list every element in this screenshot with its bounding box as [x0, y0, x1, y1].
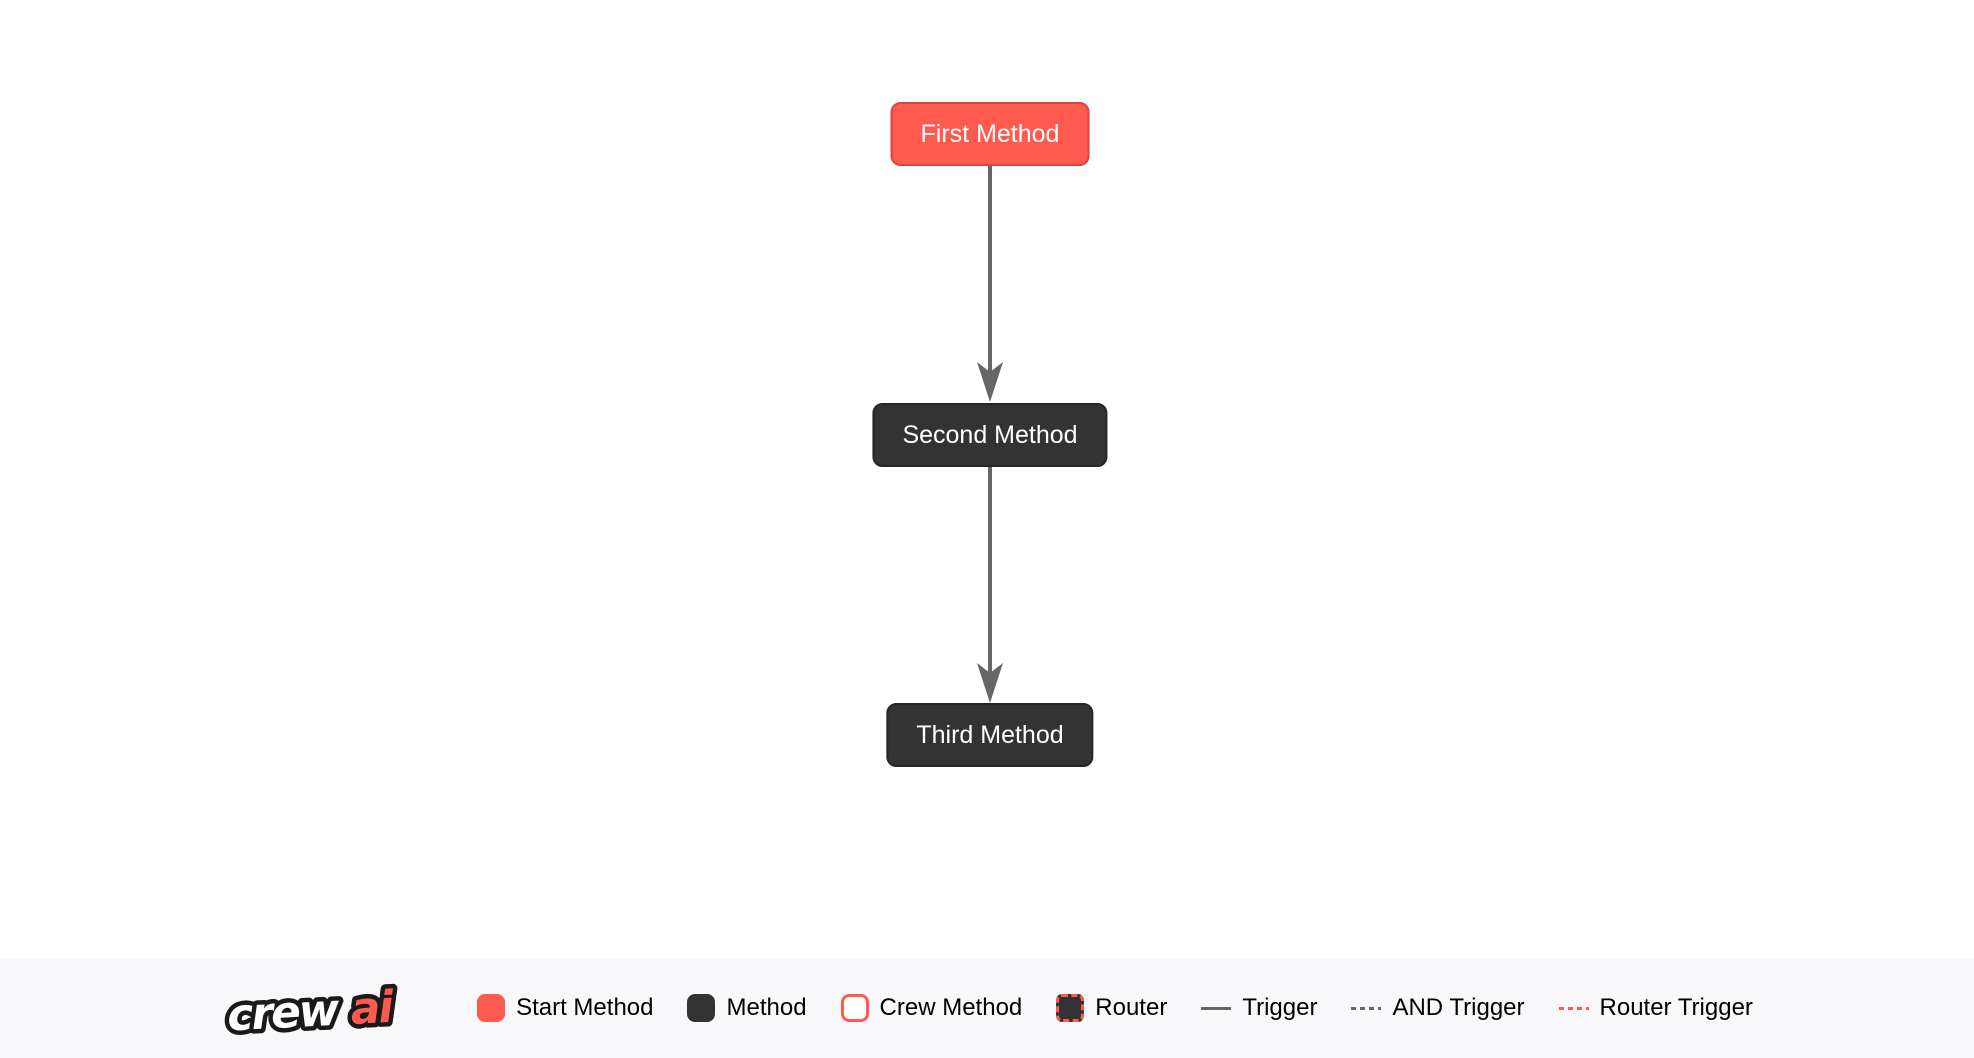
legend-label: Router Trigger	[1599, 994, 1753, 1021]
node-label: Third Method	[916, 720, 1064, 749]
node-label: Second Method	[902, 420, 1078, 449]
and-trigger-line-icon	[1351, 1006, 1382, 1010]
legend-label: Method	[726, 994, 807, 1021]
trigger-line-icon	[1201, 1006, 1232, 1010]
node-second-method[interactable]: Second Method	[872, 403, 1108, 467]
node-first-method[interactable]: First Method	[890, 102, 1090, 166]
node-label: First Method	[920, 119, 1060, 148]
legend-label: AND Trigger	[1392, 994, 1525, 1021]
svg-text:crew ai: crew ai	[226, 982, 396, 1040]
legend-label: Start Method	[516, 994, 654, 1021]
router-swatch-icon	[1056, 994, 1085, 1022]
legend-label: Crew Method	[879, 994, 1023, 1021]
router-trigger-line-icon	[1558, 1006, 1589, 1010]
flow-canvas[interactable]: First Method Second Method Third Method	[0, 0, 1974, 958]
method-swatch-icon	[687, 994, 716, 1022]
logo-text-crew: crew	[226, 985, 341, 1040]
legend-item-crew-method: Crew Method	[840, 994, 1023, 1022]
start-method-swatch-icon	[477, 994, 506, 1022]
legend-item-router-trigger: Router Trigger	[1558, 994, 1753, 1022]
crewai-logo: crew ai	[222, 977, 401, 1040]
legend-item-trigger: Trigger	[1201, 994, 1317, 1022]
legend-item-router: Router	[1056, 994, 1167, 1022]
crew-method-swatch-icon	[840, 994, 869, 1022]
legend-item-and-trigger: AND Trigger	[1351, 994, 1525, 1022]
legend-label: Trigger	[1242, 994, 1318, 1021]
node-third-method[interactable]: Third Method	[886, 703, 1094, 767]
trigger-edge-second-to-third	[977, 467, 1003, 703]
trigger-edge-first-to-second	[977, 166, 1003, 402]
legend-item-method: Method	[687, 994, 807, 1022]
logo-text-ai: ai	[349, 982, 395, 1035]
legend-item-start-method: Start Method	[477, 994, 653, 1022]
legend-label: Router	[1095, 994, 1168, 1021]
legend-bar: crew ai Start Method Method Crew Method …	[0, 958, 1974, 1058]
